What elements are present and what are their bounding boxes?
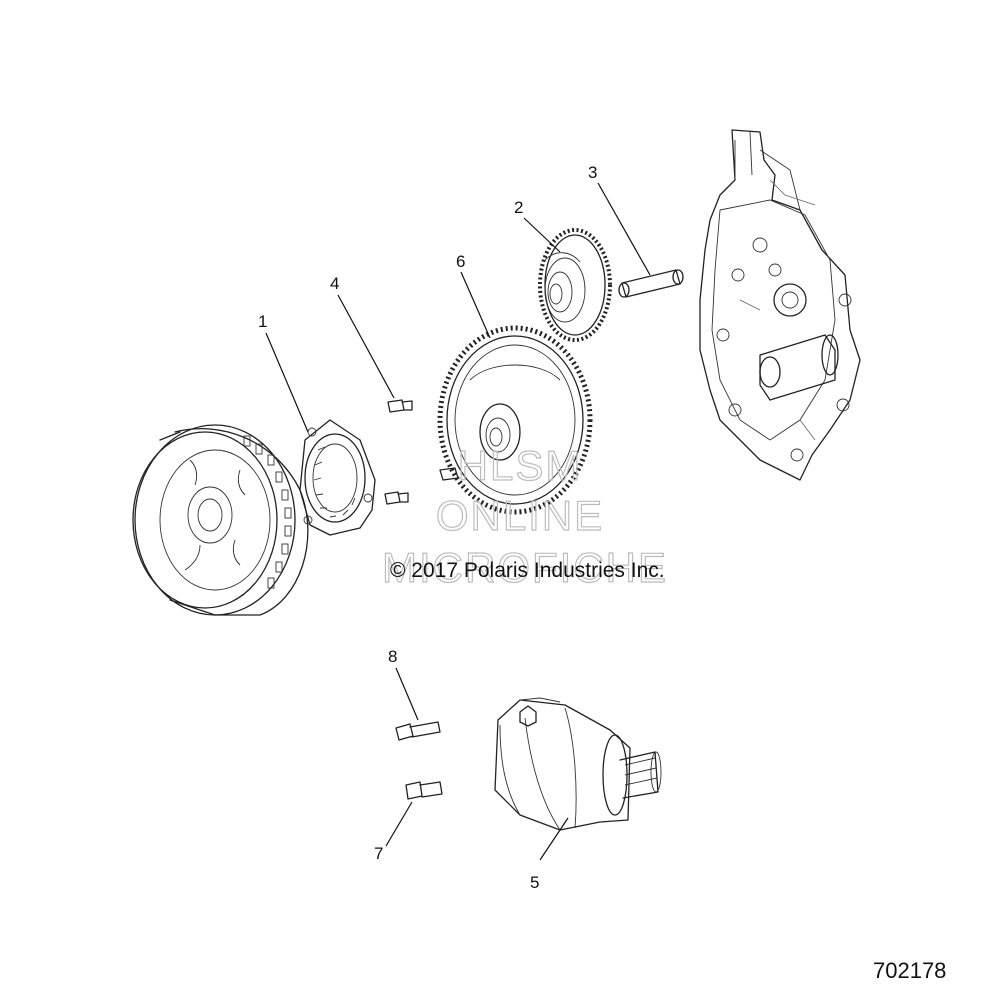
callout-8: 8 [388,647,397,666]
idler-gear [538,228,612,342]
watermark-line-3: MICROFICHE [382,544,668,591]
watermark: HLSM ONLINE MICROFICHE [381,441,668,591]
starter-motor [494,697,662,831]
bolt-upper [387,399,413,413]
bolt-lower [384,491,409,505]
callout-1: 1 [258,312,267,331]
callout-6: 6 [456,252,465,271]
crankcase-housing [699,129,861,481]
watermark-line-2: ONLINE [436,492,604,539]
callout-2: 2 [514,198,523,217]
callout-7: 7 [374,844,383,863]
flywheel [132,424,309,616]
bolt-7 [405,781,443,800]
callout-3: 3 [588,163,597,182]
bolt-8 [395,721,441,741]
diagram-id: 702178 [873,958,946,983]
leader-lines [265,182,651,861]
starter-clutch [299,419,376,536]
idler-shaft [618,269,684,298]
copyright-text: © 2017 Polaris Industries Inc. [390,559,665,582]
watermark-line-1: HLSM [458,442,583,489]
callout-5: 5 [530,873,539,892]
callout-4: 4 [330,274,339,293]
starter-gear [437,325,593,515]
